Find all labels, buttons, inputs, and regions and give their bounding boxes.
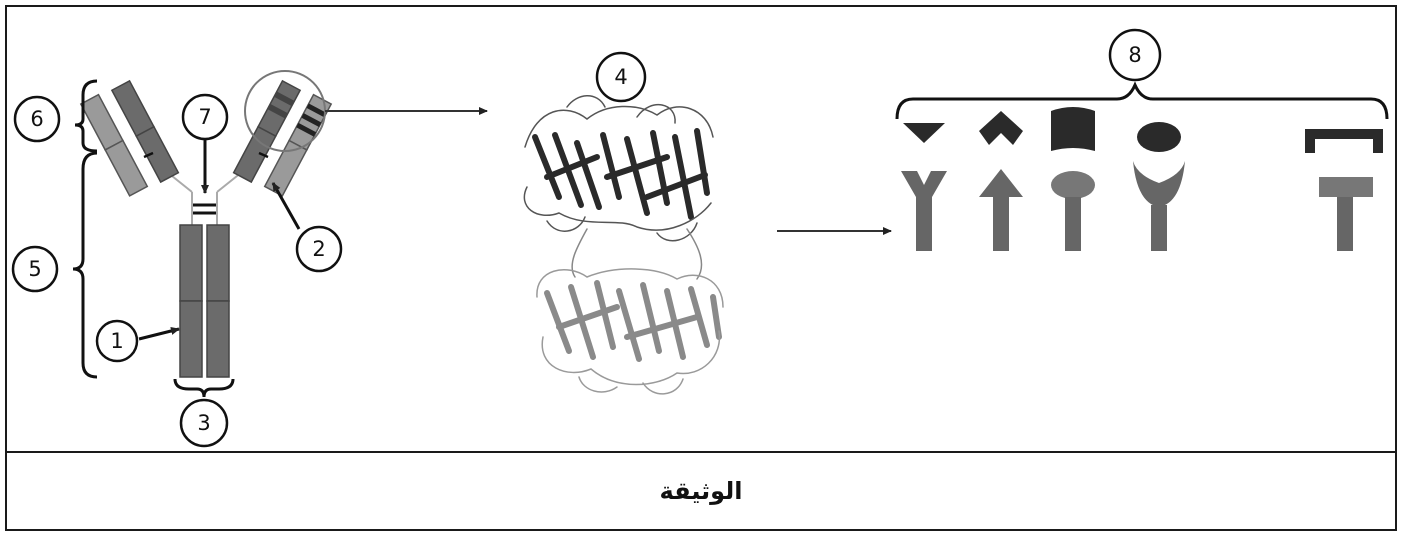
- svg-text:6: 6: [30, 107, 43, 131]
- arrow-1: [138, 327, 180, 341]
- label-8: 8: [1108, 28, 1162, 82]
- right-light-arm: [263, 93, 333, 197]
- left-heavy-variable: [110, 79, 155, 138]
- ligand-chevron: [979, 111, 1023, 145]
- label-3: 3: [179, 398, 229, 448]
- right-arm-bond: [258, 151, 269, 159]
- left-arm-bond: [143, 151, 154, 159]
- right-heavy-constant: [232, 125, 277, 184]
- receptor-oval-stem: [1065, 197, 1081, 251]
- ligand-triangle: [903, 123, 945, 143]
- brace-8: [895, 81, 1389, 120]
- antibody-diagram: 1 2 3 4 5 6 7: [11, 28, 1389, 448]
- svg-text:2: 2: [312, 237, 325, 261]
- right-arm: [232, 79, 302, 184]
- caption-text: الوثيقة: [659, 477, 743, 505]
- fc-heavy-right-upper: [206, 224, 230, 302]
- receptor-arrow-shape: [979, 169, 1023, 251]
- fc-heavy-right-lower: [206, 300, 230, 378]
- label-2: 2: [295, 225, 343, 273]
- left-light-arm: [79, 93, 149, 197]
- receptor-y-shape: [901, 171, 947, 251]
- brace-6: [74, 79, 98, 153]
- ligand-bracket: [1305, 129, 1383, 153]
- left-arm: [110, 79, 180, 184]
- svg-text:7: 7: [198, 105, 211, 129]
- receptor-t-stem: [1337, 197, 1353, 251]
- receptor-crescent-head: [1133, 161, 1185, 207]
- left-light-variable: [79, 93, 124, 151]
- right-light-stripe-3: [296, 122, 317, 137]
- brace-3: [173, 378, 235, 398]
- protein-structure: [523, 95, 724, 395]
- arrow-2: [271, 182, 301, 230]
- receptor-t-head: [1319, 177, 1373, 197]
- left-light-constant: [104, 139, 149, 197]
- ligand-ellipse: [1137, 122, 1181, 152]
- figure-frame: 1 2 3 4 5 6 7: [5, 5, 1397, 531]
- svg-text:3: 3: [197, 411, 210, 435]
- receptor-crescent-stem: [1151, 205, 1167, 251]
- svg-text:5: 5: [28, 257, 41, 281]
- right-heavy-stripe-1: [274, 91, 295, 107]
- figure-area: 1 2 3 4 5 6 7: [7, 7, 1395, 453]
- label-1: 1: [95, 319, 139, 363]
- label-5: 5: [11, 245, 59, 293]
- fc-heavy-left-upper: [179, 224, 203, 302]
- right-light-stripe-2: [301, 113, 322, 127]
- svg-text:4: 4: [614, 65, 627, 89]
- brace-5: [72, 151, 98, 379]
- svg-text:1: 1: [110, 329, 123, 353]
- right-light-stripe-1: [306, 103, 327, 118]
- right-heavy-stripe-2: [267, 103, 288, 119]
- label-6: 6: [13, 95, 61, 143]
- fc-heavy-left-lower: [179, 300, 203, 378]
- left-heavy-constant: [135, 125, 180, 184]
- label-4: 4: [595, 51, 647, 103]
- receptor-oval-head: [1051, 171, 1095, 199]
- antibody: [79, 70, 333, 378]
- ligand-curved-block: [1051, 107, 1095, 151]
- svg-text:8: 8: [1128, 43, 1141, 67]
- label-7: 7: [181, 93, 229, 141]
